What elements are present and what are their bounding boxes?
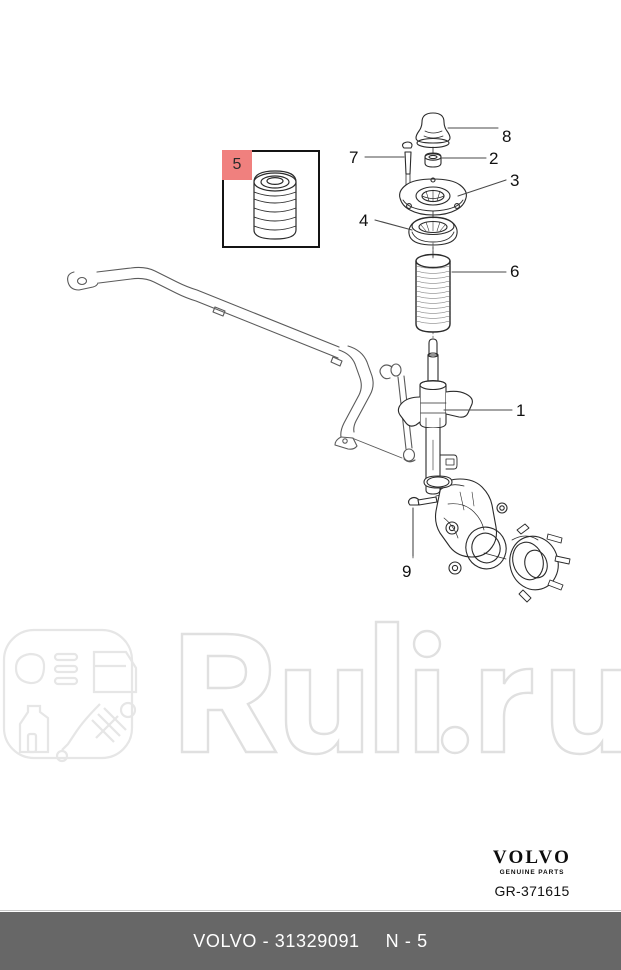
piston-nut-illustration (424, 146, 442, 168)
shock-absorber-illustration (397, 338, 473, 495)
callout-8: 8 (502, 127, 512, 146)
callout-7: 7 (349, 148, 359, 167)
strut-top-mount-illustration (399, 177, 467, 216)
site-watermark (2, 620, 621, 763)
callout-1: 1 (516, 401, 526, 420)
highlight-badge: 5 (222, 150, 252, 180)
protective-cap-illustration (415, 112, 451, 149)
wheel-hub-illustration (483, 523, 571, 603)
highlighted-part-frame[interactable] (222, 150, 320, 248)
headlight-icon (14, 652, 46, 685)
reference-code: GR-371615 (494, 882, 570, 899)
footer-bar: VOLVO - 31329091 N - 5 (0, 912, 621, 970)
shock-absorber-icon (55, 701, 137, 763)
exploded-view-diagram (67, 112, 571, 603)
callout-6: 6 (510, 262, 520, 281)
stabilizer-bar-illustration (67, 266, 374, 450)
footer-part-number: VOLVO - 31329091 (193, 930, 360, 951)
volvo-wordmark: VOLVO (492, 847, 572, 868)
bump-stop-illustration (253, 170, 297, 240)
spring-seat-illustration (408, 210, 458, 258)
door-panel-icon (92, 650, 138, 694)
volvo-brand-block: VOLVO GENUINE PARTS GR-371615 (457, 848, 607, 899)
watermark-wordmark (180, 620, 621, 756)
callout-leader-lines (364, 127, 513, 557)
mount-bolt-illustration (401, 141, 413, 200)
steering-knuckle-illustration (423, 475, 508, 575)
callout-3: 3 (510, 171, 520, 190)
dust-boot-illustration (415, 245, 451, 343)
footer-divider (0, 910, 621, 911)
callout-2: 2 (489, 149, 499, 168)
callout-4: 4 (359, 211, 369, 230)
oil-bottle-icon (18, 704, 50, 754)
footer-page-ref: N - 5 (385, 930, 428, 951)
volvo-tagline: GENUINE PARTS (499, 868, 565, 876)
callout-9: 9 (402, 562, 412, 581)
